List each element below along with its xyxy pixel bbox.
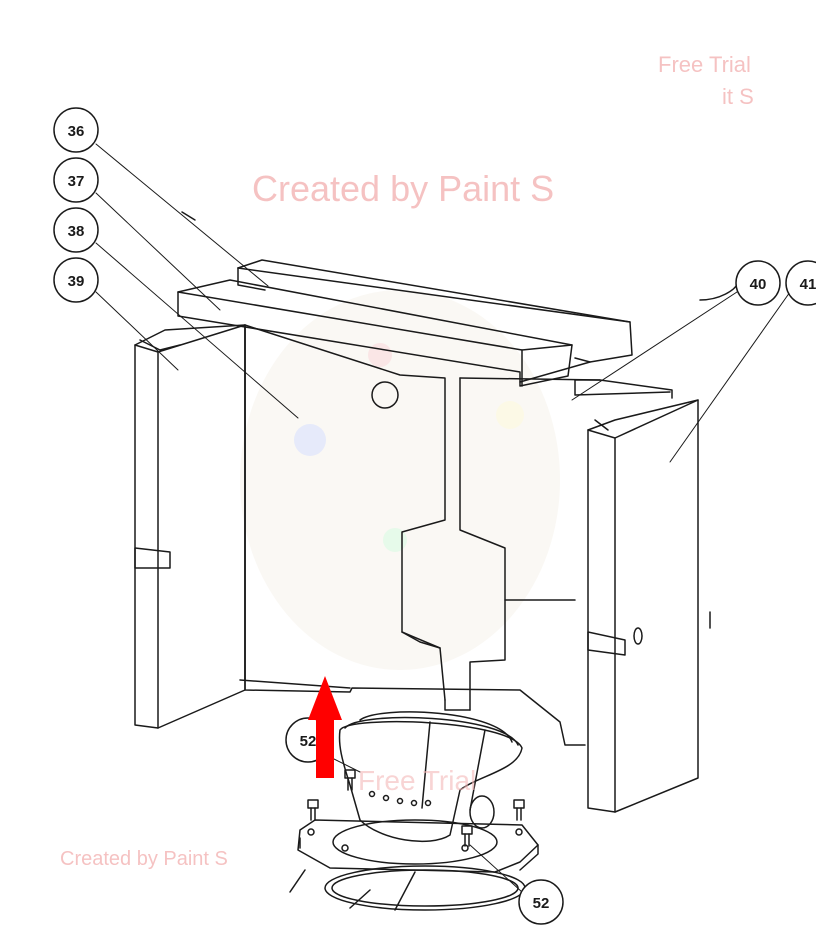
screw-right xyxy=(513,799,525,821)
screw-mid xyxy=(344,769,356,791)
watermark-middle: Free Trial xyxy=(358,765,477,796)
callout-40: 40 xyxy=(735,260,781,306)
left-side-panel xyxy=(134,324,246,729)
leader-38 xyxy=(95,242,299,419)
callout-36: 36 xyxy=(53,107,99,153)
leader-36 xyxy=(95,143,269,287)
callout-38-label: 38 xyxy=(68,223,85,240)
watermark-trial: Free Trial xyxy=(658,52,751,77)
screw-left xyxy=(307,799,319,821)
callout-52-bottom: 52 xyxy=(518,879,564,925)
leader-39 xyxy=(95,291,179,371)
callout-39-label: 39 xyxy=(68,273,85,290)
sketch-mark-bottom xyxy=(289,869,306,893)
watermark-logo xyxy=(240,290,560,670)
right-side-panel xyxy=(587,399,699,813)
callout-52-top-label: 52 xyxy=(300,733,317,750)
watermark-trial-2: it S xyxy=(722,84,754,109)
callout-40-label: 40 xyxy=(750,276,767,293)
callout-41-label: 41 xyxy=(800,276,816,293)
sketch-mark xyxy=(181,211,196,221)
callout-37-label: 37 xyxy=(68,173,85,190)
screw-front xyxy=(461,825,473,847)
callout-52-bottom-label: 52 xyxy=(533,895,550,912)
red-up-arrow-icon xyxy=(308,676,342,778)
top-baffle-front xyxy=(177,279,573,387)
callout-38: 38 xyxy=(53,207,99,253)
callout-39: 39 xyxy=(53,257,99,303)
leader-41 xyxy=(669,291,791,463)
callout-37: 37 xyxy=(53,157,99,203)
callout-36-label: 36 xyxy=(68,123,85,140)
sketch-mark-40 xyxy=(699,282,739,301)
leader-40 xyxy=(571,289,741,401)
burner-pot xyxy=(338,711,523,843)
sketch-mark-bottom-3 xyxy=(394,871,416,911)
watermark-bottom: Created by Paint S xyxy=(60,848,228,870)
callout-41: 41 xyxy=(785,260,816,306)
top-baffle-rear xyxy=(237,259,633,383)
leader-37 xyxy=(95,192,221,311)
watermark-center: Created by Paint S xyxy=(252,168,555,209)
leader-52-bottom xyxy=(469,844,523,893)
base-plate xyxy=(297,819,539,873)
leader-lines xyxy=(95,143,791,893)
sketch-mark-bottom-2 xyxy=(349,889,371,909)
